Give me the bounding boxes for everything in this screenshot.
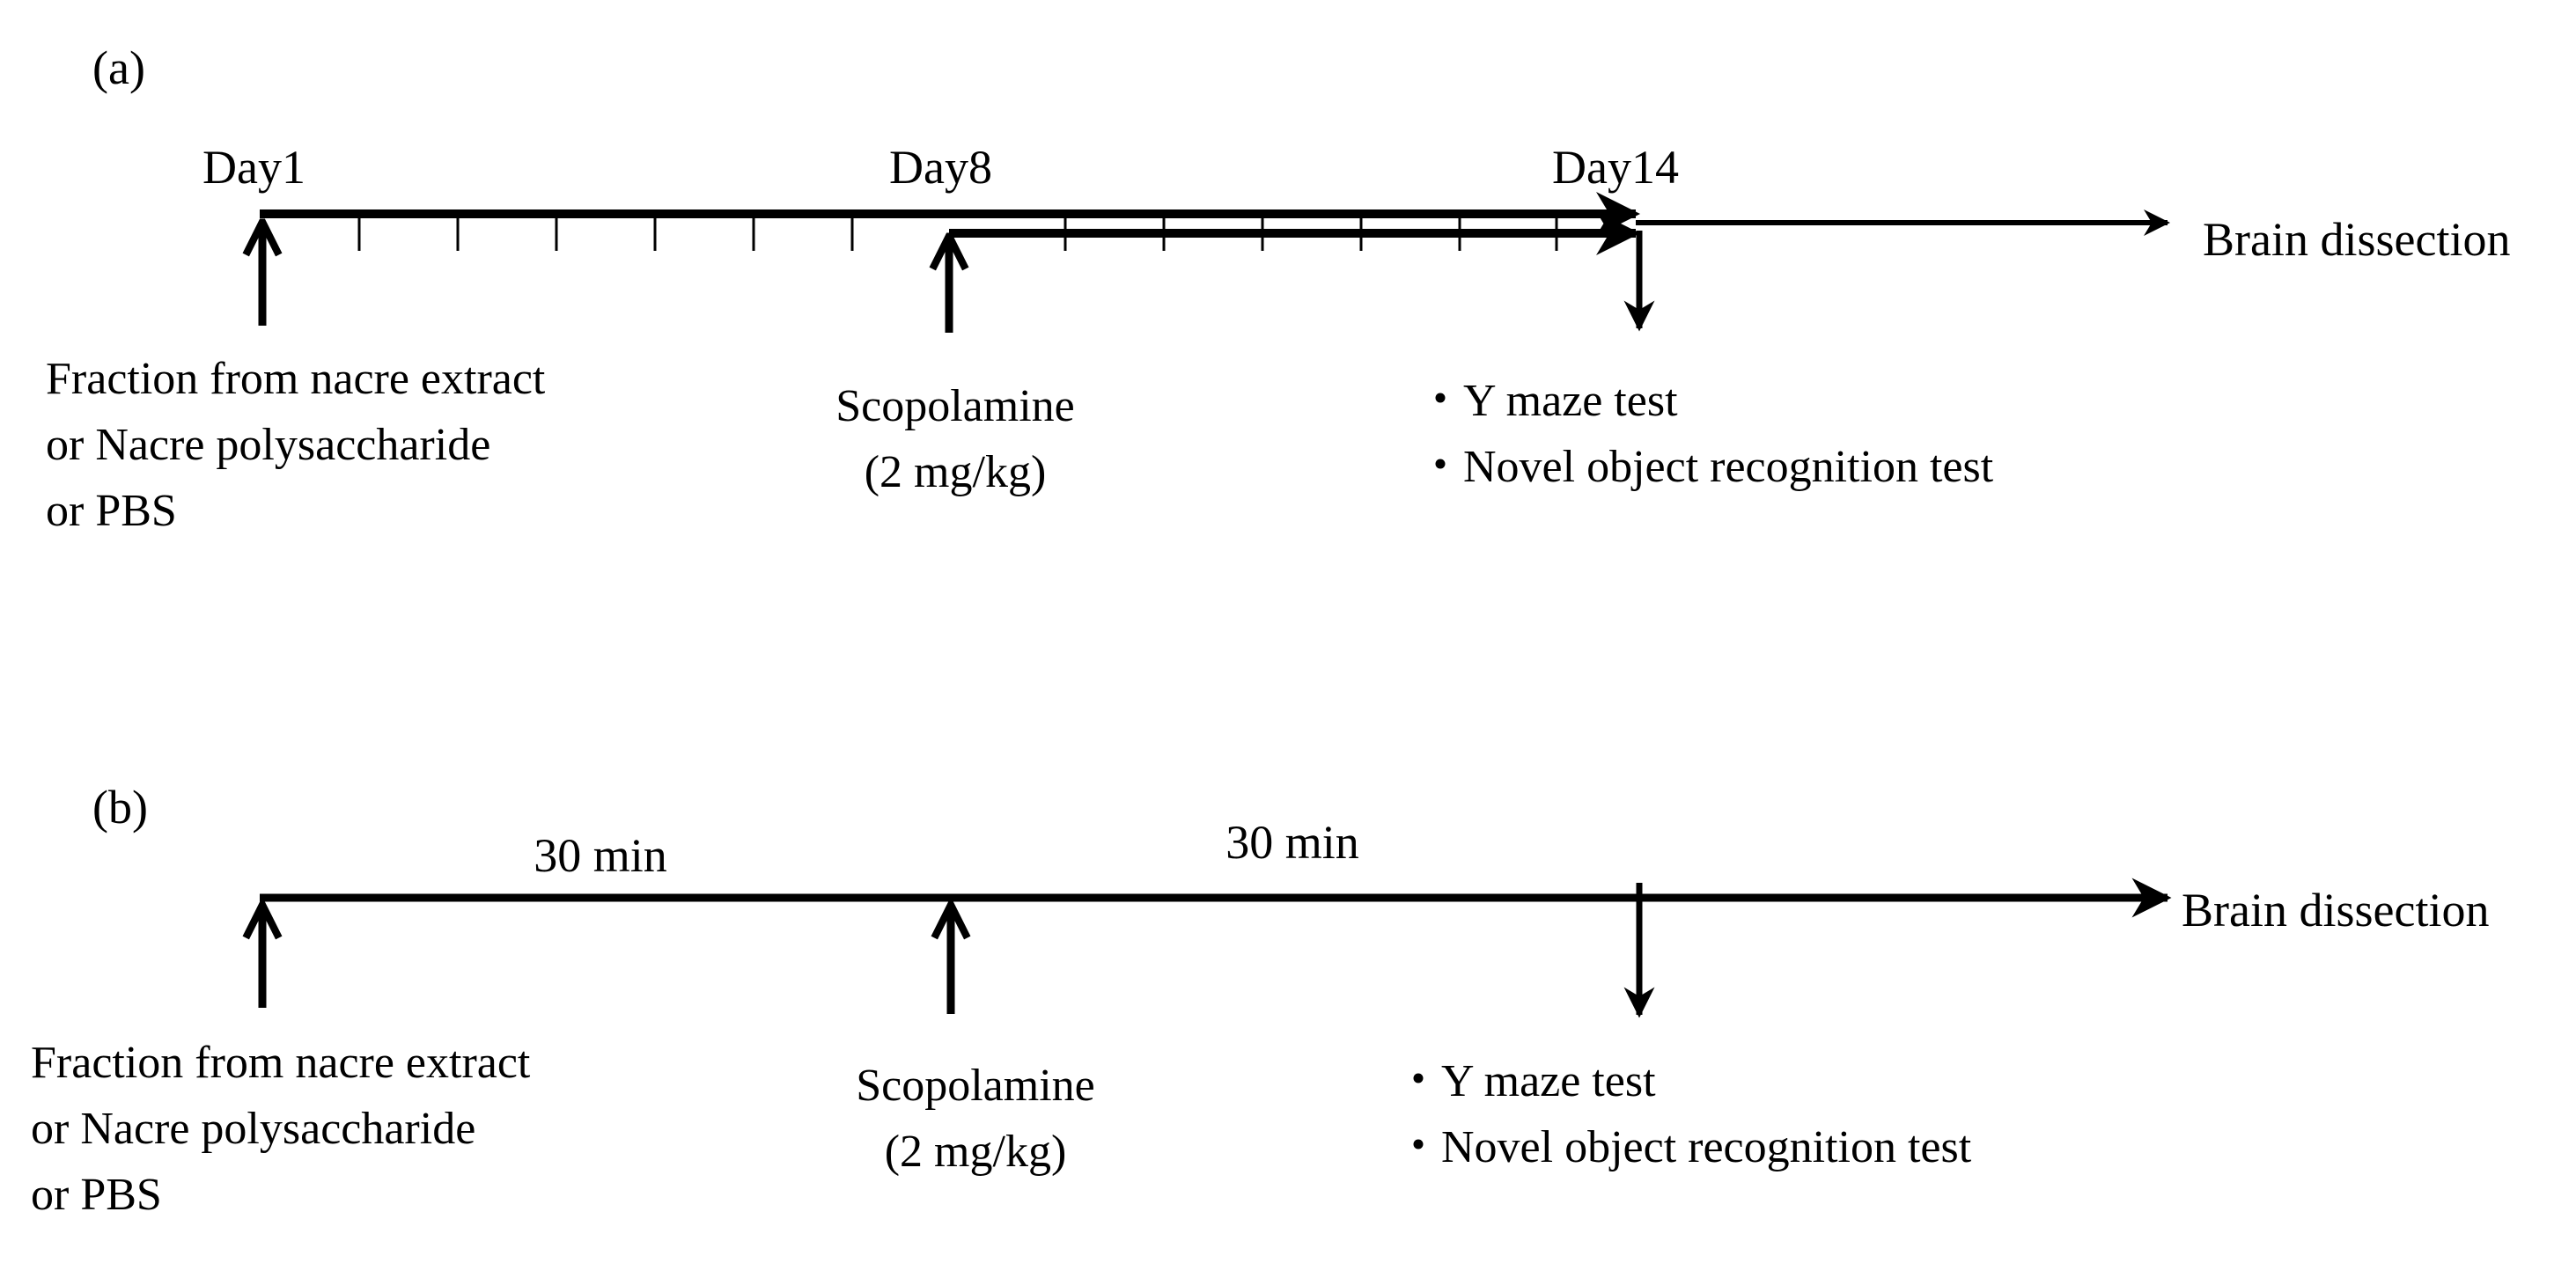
- panel-b-test-1: ・Y maze test: [1395, 1056, 1656, 1106]
- panel-a: (a) Day1 Day8 Day14 Bra: [46, 41, 2510, 536]
- panel-a-scopolamine-dose: (2 mg/kg): [865, 447, 1047, 497]
- panel-a-test-2: ・Novel object recognition test: [1417, 442, 1994, 492]
- panel-a-test-1: ・Y maze test: [1417, 376, 1678, 426]
- panel-b-scopolamine-dose: (2 mg/kg): [885, 1127, 1067, 1177]
- panel-b-treatment-line-3: or PBS: [31, 1170, 162, 1220]
- day14-label: Day14: [1552, 141, 1679, 194]
- panel-b-test-2: ・Novel object recognition test: [1395, 1122, 1972, 1172]
- panel-a-label: (a): [92, 41, 145, 94]
- panel-a-scopolamine-name: Scopolamine: [835, 381, 1075, 431]
- panel-a-end-label: Brain dissection: [2203, 213, 2510, 266]
- panel-b-label: (b): [92, 781, 148, 834]
- day1-label: Day1: [202, 141, 305, 194]
- panel-b: (b) 30 min 30 min Brain dissection Fract…: [31, 781, 2489, 1220]
- panel-a-treatment-line-1: Fraction from nacre extract: [46, 354, 546, 404]
- day8-label: Day8: [889, 141, 992, 194]
- panel-b-scopolamine-name: Scopolamine: [856, 1061, 1095, 1111]
- panel-a-treatment-line-2: or Nacre polysaccharide: [46, 420, 490, 470]
- interval-2-label: 30 min: [1225, 816, 1359, 869]
- panel-a-treatment-line-3: or PBS: [46, 486, 177, 536]
- panel-b-treatment-line-1: Fraction from nacre extract: [31, 1038, 531, 1088]
- panel-b-treatment-line-2: or Nacre polysaccharide: [31, 1104, 475, 1154]
- interval-1-label: 30 min: [534, 829, 667, 882]
- panel-b-end-label: Brain dissection: [2182, 884, 2489, 936]
